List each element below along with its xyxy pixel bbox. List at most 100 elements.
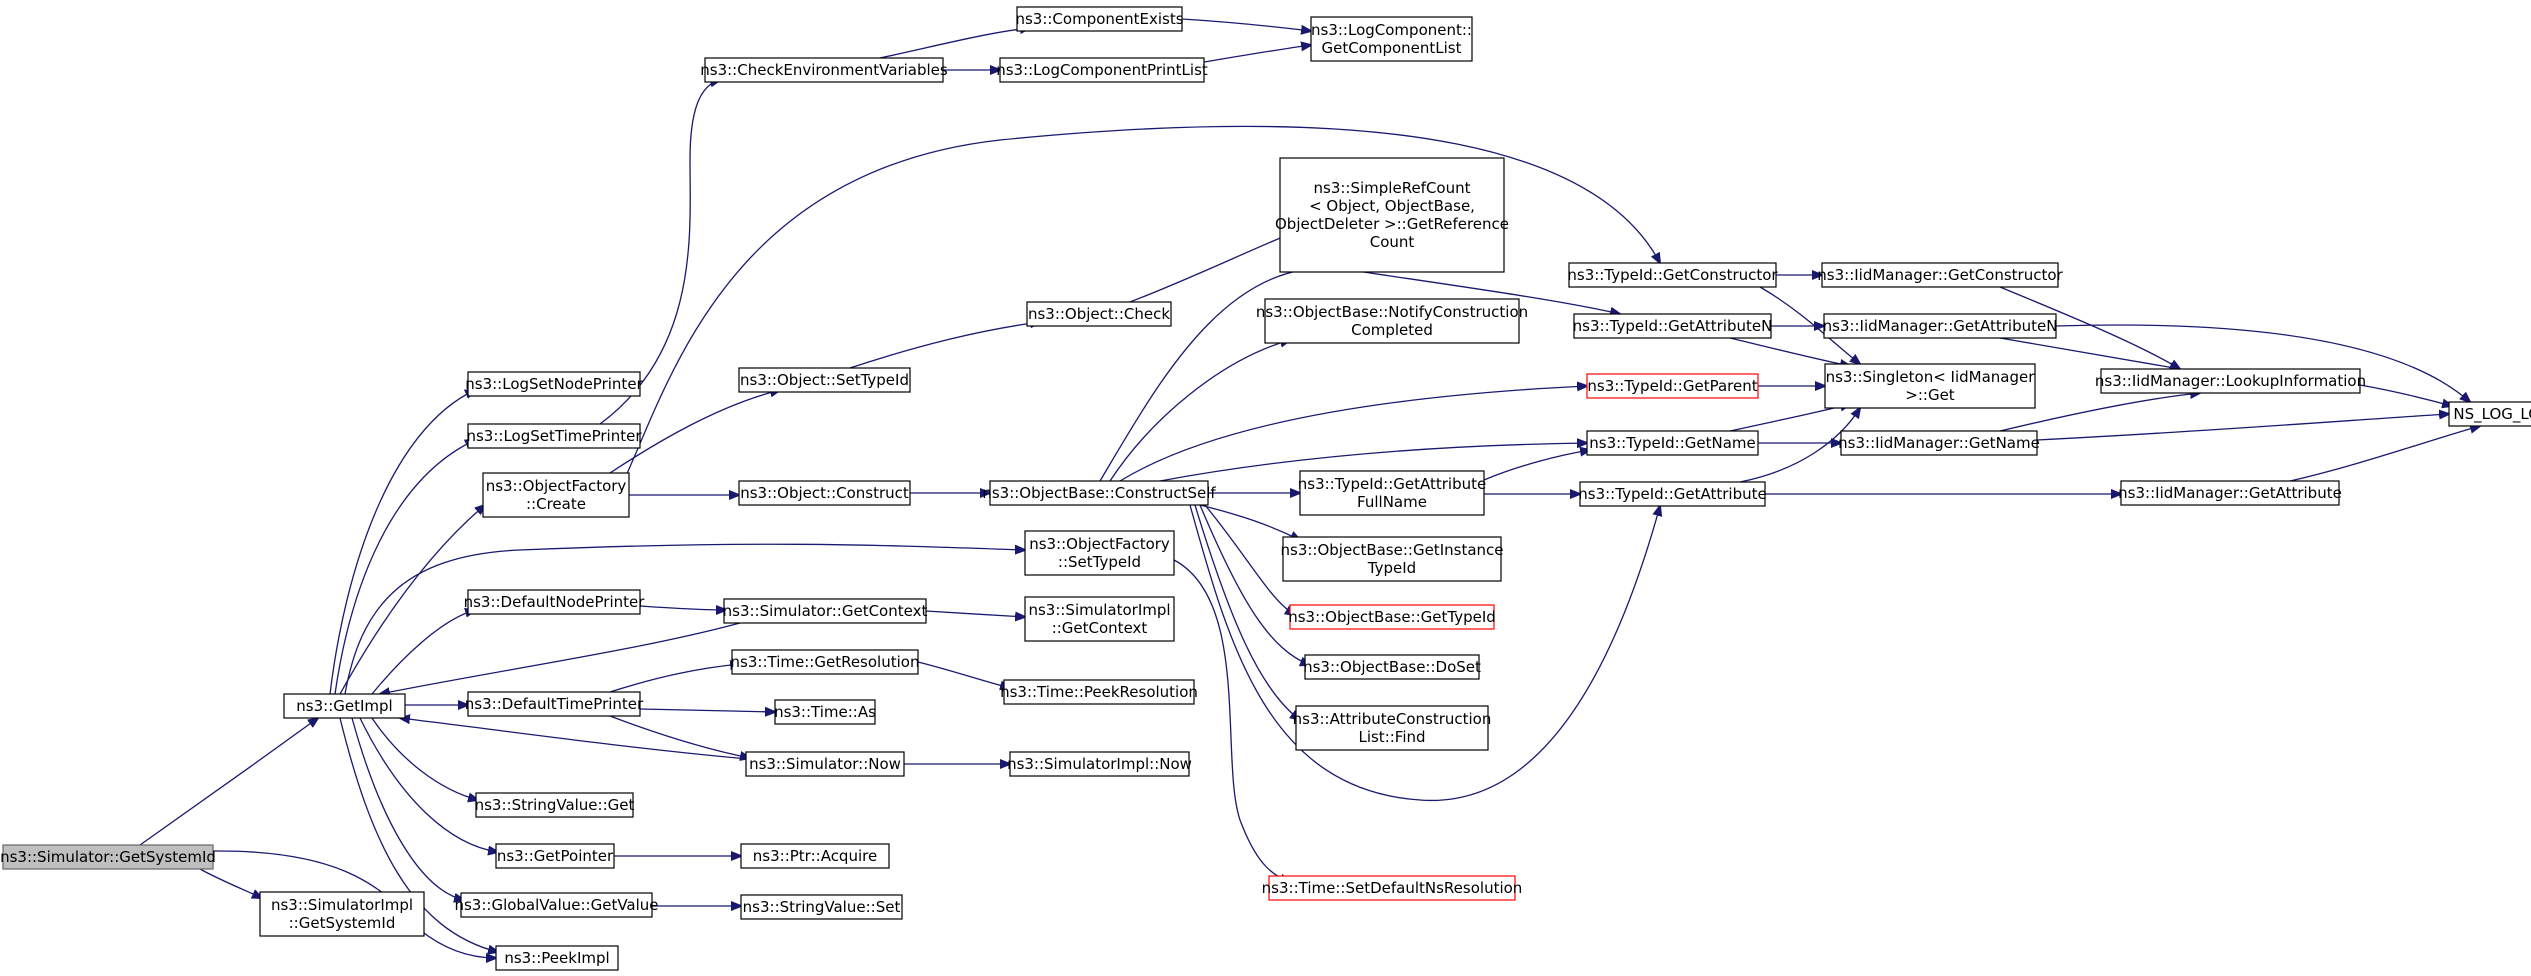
node-objectfactory-create[interactable]: ns3::ObjectFactory::Create (482, 472, 630, 518)
node-singleton-get[interactable]: ns3::Singleton< IidManager>::Get (1824, 363, 2036, 409)
node-label: ns3::LogComponent:: (1311, 21, 1472, 39)
node-iid-getconstructor[interactable]: ns3::IidManager::GetConstructor (1817, 262, 2064, 288)
node-simulator-now[interactable]: ns3::Simulator::Now (745, 751, 905, 777)
edge-getattributefullname-to-typeid-getname (1483, 450, 1590, 481)
node-typeid-getconstructor[interactable]: ns3::TypeId::GetConstructor (1567, 262, 1778, 288)
node-globalvalue-getvalue[interactable]: ns3::GlobalValue::GetValue (454, 892, 659, 918)
node-object-check[interactable]: ns3::Object::Check (1026, 301, 1172, 327)
node-label: ns3::GetImpl (296, 697, 392, 715)
node-typeid-getattribute[interactable]: ns3::TypeId::GetAttribute (1578, 481, 1767, 507)
edge-getsystemid-to-getimpl (139, 718, 318, 846)
node-logcomponent-getcomponentlist[interactable]: ns3::LogComponent::GetComponentList (1310, 16, 1473, 62)
nodes-layer: ns3::Simulator::GetSystemIdns3::GetImpln… (0, 6, 2531, 971)
node-typeid-getparent[interactable]: ns3::TypeId::GetParent (1586, 373, 1759, 399)
edge-objectbase-constructself-to-typeid-getattribute (1189, 505, 1660, 801)
node-objectbase-gettypeid[interactable]: ns3::ObjectBase::GetTypeId (1288, 604, 1496, 630)
node-label: ns3::DefaultTimePrinter (465, 695, 644, 713)
node-label: ns3::StringValue::Set (743, 898, 901, 916)
node-label: ns3::StringValue::Get (475, 796, 635, 814)
node-label: ns3::TypeId::GetAttribute (1298, 475, 1486, 493)
node-stringvalue-set[interactable]: ns3::StringValue::Set (740, 894, 903, 920)
node-typeid-getname[interactable]: ns3::TypeId::GetName (1586, 430, 1759, 456)
node-iid-getattribute[interactable]: ns3::IidManager::GetAttribute (2118, 480, 2342, 506)
node-label: ns3::Time::As (774, 703, 876, 721)
node-simimpl-getsystemid[interactable]: ns3::SimulatorImpl::GetSystemId (259, 891, 425, 937)
node-box (495, 843, 615, 869)
node-label: Count (1370, 233, 1415, 251)
edge-object-check-to-simplerefcount (1129, 228, 1305, 303)
node-box (1573, 313, 1772, 339)
node-label: ns3::IidManager::GetName (1838, 434, 2040, 452)
node-notifyconstruction[interactable]: ns3::ObjectBase::NotifyConstructionCompl… (1256, 298, 1528, 344)
node-label: ns3::CheckEnvironmentVariables (700, 61, 948, 79)
node-ns-log-logic[interactable]: NS_LOG_LOGIC (2448, 401, 2531, 427)
node-getpointer[interactable]: ns3::GetPointer (495, 843, 615, 869)
node-checkenv[interactable]: ns3::CheckEnvironmentVariables (700, 57, 948, 83)
node-objectbase-constructself[interactable]: ns3::ObjectBase::ConstructSelf (982, 480, 1216, 506)
node-logsetnodeprinter[interactable]: ns3::LogSetNodePrinter (465, 371, 644, 397)
node-getsystemid[interactable]: ns3::Simulator::GetSystemId (0, 844, 216, 870)
node-box (283, 693, 406, 719)
node-box (467, 589, 641, 615)
node-box (1003, 679, 1195, 705)
node-label: ns3::SimulatorImpl (271, 896, 413, 914)
edge-typeid-getconstructor-to-singleton-get (1759, 286, 1860, 364)
edge-logsettimeprinter-to-checkenv (599, 80, 720, 425)
node-componentexists[interactable]: ns3::ComponentExists (1015, 6, 1184, 32)
node-iid-lookupinformation[interactable]: ns3::IidManager::LookupInformation (2095, 368, 2366, 394)
node-defaulttimeprinter[interactable]: ns3::DefaultTimePrinter (465, 691, 644, 717)
node-label: ns3::AttributeConstruction (1293, 710, 1492, 728)
node-label: ns3::SimulatorImpl (1028, 601, 1170, 619)
node-objectfactory-settypeid[interactable]: ns3::ObjectFactory::SetTypeId (1024, 530, 1175, 576)
node-object-construct[interactable]: ns3::Object::Construct (738, 480, 911, 506)
edge-objectbase-constructself-to-typeid-getparent (1119, 386, 1587, 482)
node-simimpl-getcontext[interactable]: ns3::SimulatorImpl::GetContext (1024, 596, 1175, 642)
node-box (704, 57, 944, 83)
node-label: ns3::IidManager::LookupInformation (2095, 372, 2366, 390)
node-label: ns3::Time::PeekResolution (1000, 683, 1198, 701)
node-label: ns3::IidManager::GetAttribute (2118, 484, 2342, 502)
node-objectbase-doset[interactable]: ns3::ObjectBase::DoSet (1303, 654, 1481, 680)
edge-simulator-getcontext-to-getimpl (380, 622, 741, 694)
node-defaultnodeprinter[interactable]: ns3::DefaultNodePrinter (464, 589, 646, 615)
edge-objectfactory-settypeid-to-time-setdefaultnsresolution (1173, 559, 1290, 882)
node-box (1026, 301, 1172, 327)
node-label: ::GetSystemId (289, 914, 396, 932)
node-ptr-acquire[interactable]: ns3::Ptr::Acquire (740, 843, 890, 869)
node-time-getresolution[interactable]: ns3::Time::GetResolution (731, 649, 920, 675)
node-box (1304, 654, 1480, 680)
node-time-as[interactable]: ns3::Time::As (774, 699, 876, 725)
node-label: ns3::TypeId::GetAttributeN (1573, 317, 1773, 335)
node-typeid-getattributen[interactable]: ns3::TypeId::GetAttributeN (1573, 313, 1773, 339)
node-simplerefcount[interactable]: ns3::SimpleRefCount< Object, ObjectBase,… (1275, 157, 1509, 273)
node-box (495, 945, 619, 971)
node-object-settypeid[interactable]: ns3::Object::SetTypeId (738, 367, 911, 393)
node-box (1579, 481, 1766, 507)
node-iid-getname[interactable]: ns3::IidManager::GetName (1838, 430, 2040, 456)
edge-iid-getattribute-to-ns-log-logic (2289, 426, 2480, 482)
node-peekimpl[interactable]: ns3::PeekImpl (495, 945, 619, 971)
node-logsettimeprinter[interactable]: ns3::LogSetTimePrinter (466, 423, 642, 449)
node-box (1279, 157, 1505, 273)
node-time-peekresolution[interactable]: ns3::Time::PeekResolution (1000, 679, 1198, 705)
node-label: ns3::LogComponentPrintList (996, 61, 1208, 79)
edge-iid-getattributen-to-iid-lookupinformation (1999, 337, 2180, 369)
node-box (731, 649, 919, 675)
node-simulator-getcontext[interactable]: ns3::Simulator::GetContext (723, 598, 928, 624)
node-stringvalue-get[interactable]: ns3::StringValue::Get (475, 792, 635, 818)
node-box (740, 894, 903, 920)
node-logcomponentprintlist[interactable]: ns3::LogComponentPrintList (996, 57, 1208, 83)
node-time-setdefaultnsresolution[interactable]: ns3::Time::SetDefaultNsResolution (1262, 875, 1523, 901)
node-box (999, 57, 1205, 83)
node-label: ns3::Object::Construct (740, 484, 909, 502)
node-getimpl[interactable]: ns3::GetImpl (283, 693, 406, 719)
edge-getimpl-to-logsettimeprinter (334, 440, 475, 695)
node-label: ns3::ObjectBase::NotifyConstruction (1256, 303, 1528, 321)
node-iid-getattributen[interactable]: ns3::IidManager::GetAttributeN (1823, 313, 2058, 339)
node-label: < Object, ObjectBase, (1309, 197, 1475, 215)
node-simimpl-now[interactable]: ns3::SimulatorImpl::Now (1007, 751, 1192, 777)
node-label: ns3::Singleton< IidManager (1826, 368, 2036, 386)
